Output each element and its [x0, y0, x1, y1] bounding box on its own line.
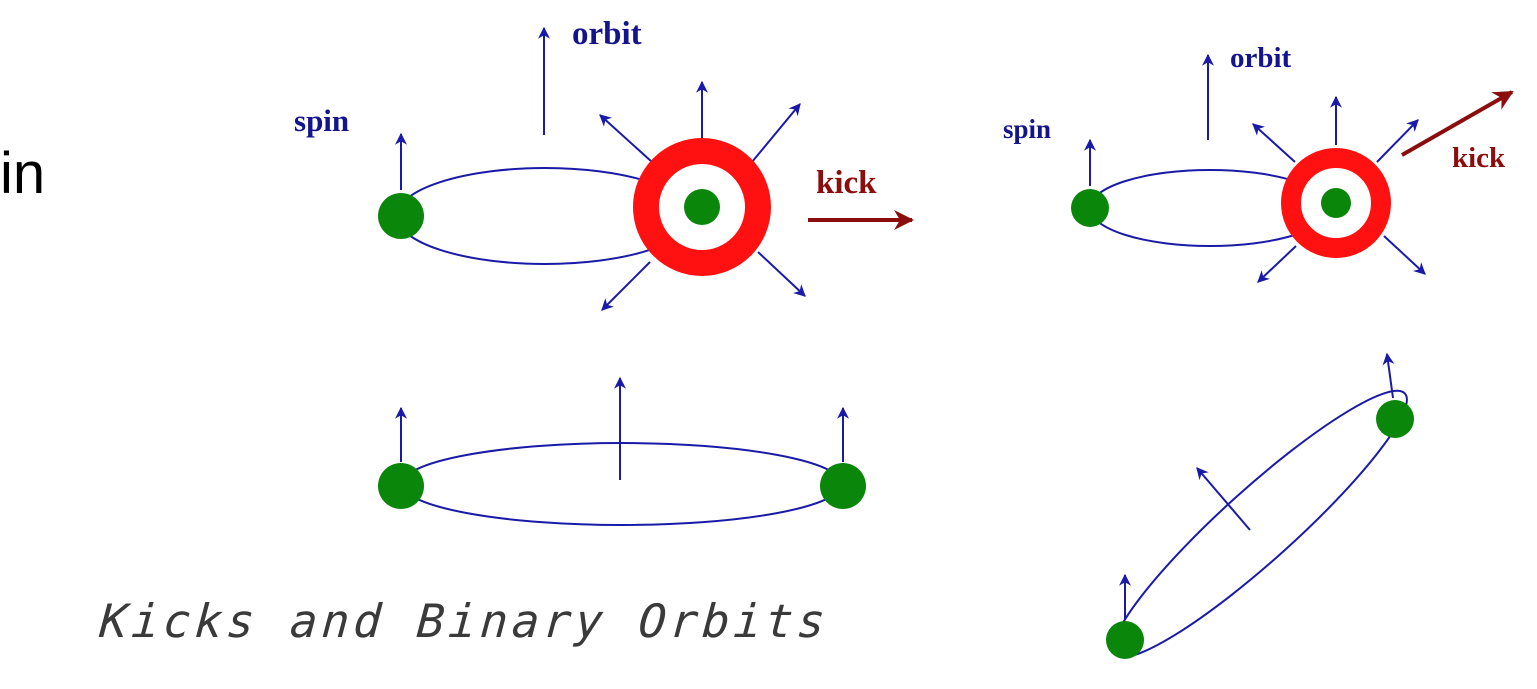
panel-bottom-right: [1091, 354, 1429, 681]
explosion-arrow-downleft: [1258, 246, 1296, 282]
star-left: [378, 193, 424, 239]
orbit-label: orbit: [572, 16, 642, 52]
explosion-arrow-upright: [1377, 120, 1418, 162]
star-exploding: [684, 189, 720, 225]
explosion-arrow-upright: [752, 104, 800, 162]
star-left: [378, 463, 424, 509]
star-right: [820, 463, 866, 509]
panel-bottom-left: [378, 378, 866, 525]
orbit-ellipse: [402, 443, 842, 525]
orbit-arrow: [1197, 468, 1250, 530]
spin-label: spin: [294, 103, 349, 138]
explosion-arrow-upleft: [1253, 124, 1295, 162]
star-bottom: [1106, 621, 1144, 659]
star-left: [1071, 189, 1109, 227]
caption-title: Kicks and Binary Orbits: [98, 594, 831, 648]
kick-label: kick: [1452, 142, 1506, 174]
explosion-arrow-downright: [1384, 236, 1425, 274]
panel-top-left: spin orbit kick: [294, 16, 912, 310]
star-top: [1376, 400, 1414, 438]
explosion-arrow-downright: [758, 252, 805, 296]
explosion-arrow-upleft: [600, 115, 652, 162]
explosion-arrow-downleft: [602, 262, 650, 310]
kick-label: kick: [816, 165, 877, 201]
spin-label: spin: [1003, 114, 1051, 144]
star-exploding: [1321, 188, 1351, 218]
orbit-label: orbit: [1230, 42, 1292, 74]
panel-top-right: spin orbit kick: [1003, 42, 1512, 282]
